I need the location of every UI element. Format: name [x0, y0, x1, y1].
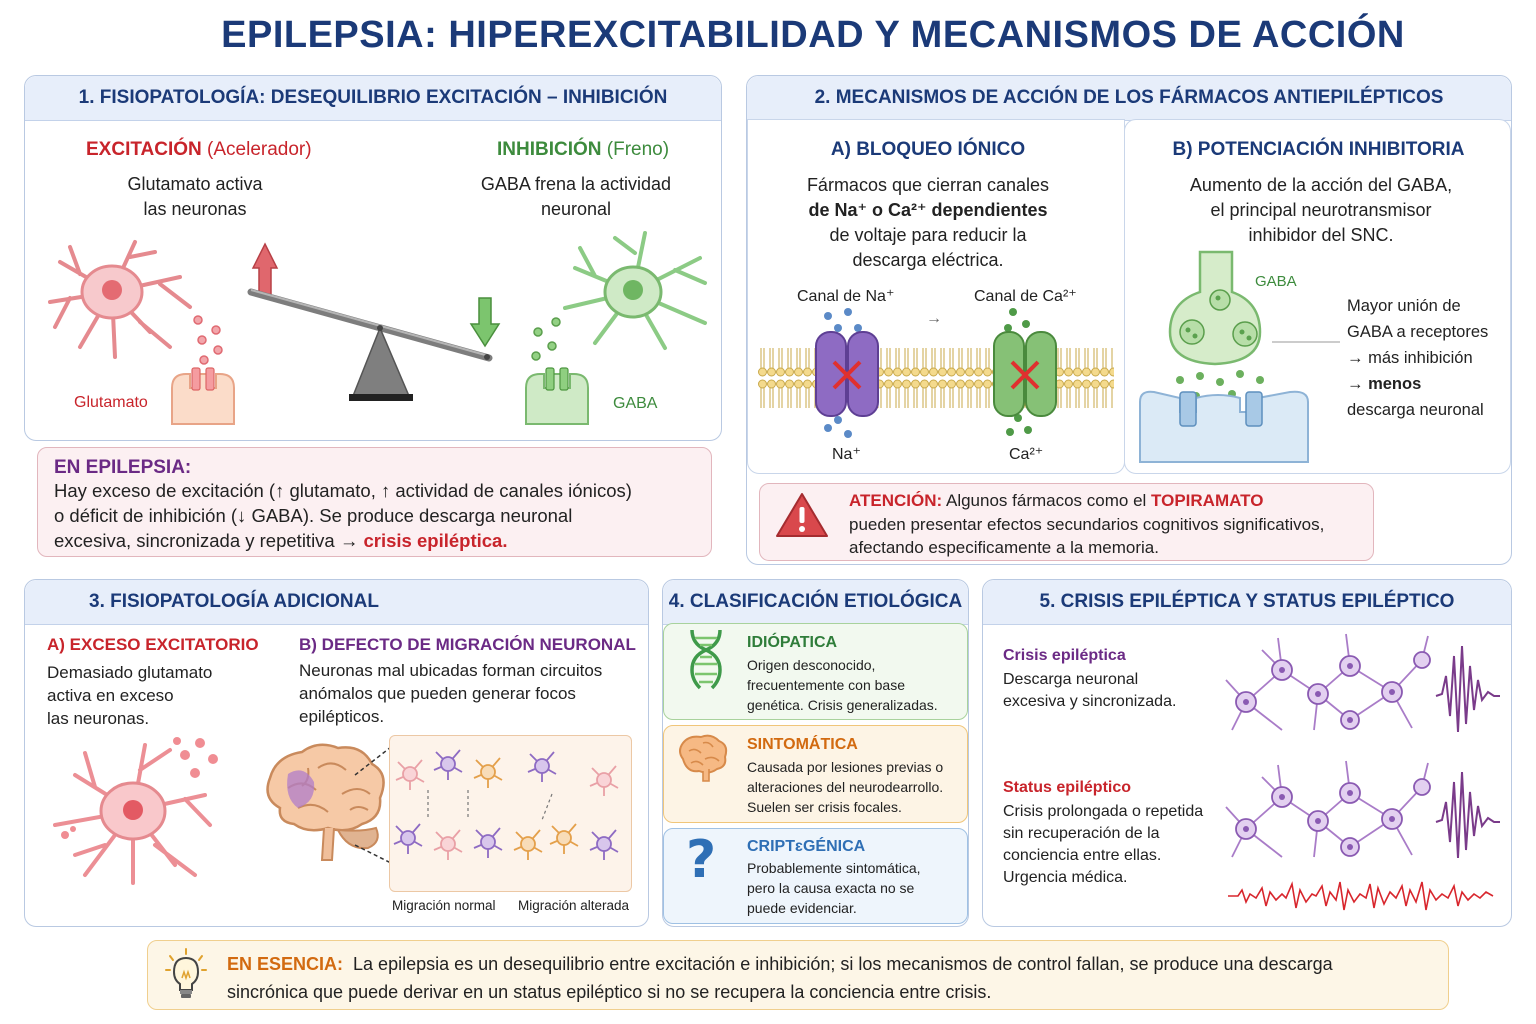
panel-header: 1. FISIOPATOLOGÍA: DESEQUILIBRIO EXCITAC…: [25, 76, 721, 121]
migracion-alterada-label: Migración alterada: [518, 898, 630, 913]
connector-lines-icon: [354, 746, 392, 864]
en-esencia-text: EN ESENCIA: La epilepsia es un desequili…: [227, 954, 1333, 1002]
excitatory-neuron-icon: [48, 240, 192, 359]
canal-na-label: Canal de Na⁺: [797, 288, 895, 305]
eeg-continuous-trace-icon: [1228, 881, 1494, 911]
migracion-normal-label: Migración normal: [392, 898, 496, 913]
migration-neurons-icon: [393, 749, 619, 860]
en-epilepsia-title: EN EPILEPSIA:: [54, 457, 192, 478]
lightbulb-icon: [165, 948, 207, 998]
panel-crisis-status: 5. CRISIS EPILÉPTICA Y STATUS EPILÉPTICO: [982, 579, 1512, 927]
atencion-text: ATENCIÓN: Algunos fármacos como el TOPIR…: [849, 491, 1325, 557]
glutamate-receptor-icon: [171, 367, 235, 425]
panel-header: 4. CLASIFICACIÓN ETIOLÓGICA: [663, 580, 968, 625]
gaba-synapse-label: GABA: [1255, 273, 1297, 290]
glutamato-label: Glutamato: [74, 394, 148, 411]
bloqueo-ionico-box: [747, 119, 1125, 474]
idiopatica-title: IDIÓPATICA: [747, 634, 838, 651]
en-epilepsia-text: Hay exceso de excitación (↑ glutamato, ↑…: [54, 480, 632, 551]
inhibitory-neuron-icon: [563, 231, 707, 350]
panel-header: 2. MECANISMOS DE ACCIÓN DE LOS FÁRMACOS …: [747, 76, 1511, 121]
criptogenica-text: Probablemente sintomática,pero la causa …: [747, 860, 921, 916]
inhibicion-title: INHIBICIÓN (Freno): [497, 139, 670, 160]
ion-channels-membrane-icon: [758, 308, 1114, 438]
idiopatica-text: Origen desconocido,frecuentemente con ba…: [747, 657, 938, 713]
panel-header: 3. FISIOPATOLOGÍA ADICIONAL: [25, 580, 648, 625]
balance-seesaw-icon: [247, 242, 501, 401]
panel-header: 5. CRISIS EPILÉPTICA Y STATUS EPILÉPTICO: [983, 580, 1511, 625]
exceso-excitatorio-title: A) EXCESO EXCITATORIO: [47, 635, 259, 654]
status-epileptico-title: Status epiléptico: [1003, 779, 1132, 796]
neuron-network-status-icon: [1225, 760, 1431, 858]
en-epilepsia-box: [37, 447, 712, 557]
migracion-title: B) DEFECTO DE MIGRACIÓN NEURONAL: [299, 635, 636, 654]
eeg-spike-crisis-icon: [1435, 645, 1500, 733]
atencion-warning-box: [759, 483, 1374, 561]
migration-comparison-box: [389, 735, 632, 892]
gaba-dots-icon: [531, 317, 561, 361]
canal-ca-label: Canal de Ca²⁺: [974, 288, 1077, 305]
ca-ion-label: Ca²⁺: [1009, 446, 1044, 463]
brain-icon: [266, 743, 385, 861]
na-ion-label: Na⁺: [832, 446, 861, 463]
potenciacion-text: Aumento de la acción del GABA,el princip…: [1189, 175, 1453, 245]
page-title: EPILEPSIA: HIPEREXCITABILIDAD Y MECANISM…: [221, 14, 1405, 56]
gaba-label: GABA: [613, 395, 658, 412]
criptogenica-title: CRIPTɛGÉNICA: [747, 838, 866, 855]
crisis-epileptica-title: Crisis epiléptica: [1003, 647, 1126, 664]
eeg-spike-status-icon: [1435, 771, 1500, 859]
glutamate-dots-icon: [193, 315, 223, 365]
gaba-synapse-icon: [1139, 250, 1340, 463]
question-mark-icon: ?: [686, 830, 717, 890]
dna-icon: [690, 629, 722, 690]
neuron-network-crisis-icon: [1225, 633, 1431, 731]
criptogenica-card: [663, 828, 968, 924]
sintomatica-title: SINTOMÁTICA: [747, 736, 858, 753]
gaba-receptor-icon: [525, 367, 589, 425]
arrow-label: →: [926, 310, 942, 327]
excitacion-title: EXCITACIÓN (Acelerador): [86, 139, 312, 160]
en-esencia-box: [147, 940, 1449, 1010]
overexcited-neuron-icon: [53, 737, 218, 885]
brain-small-icon: [679, 734, 728, 782]
warning-triangle-icon: [776, 493, 828, 537]
potenciacion-title: B) POTENCIACIÓN INHIBITORIA: [1172, 139, 1465, 160]
bloqueo-ionico-title: A) BLOQUEO IÓNICO: [830, 139, 1026, 160]
